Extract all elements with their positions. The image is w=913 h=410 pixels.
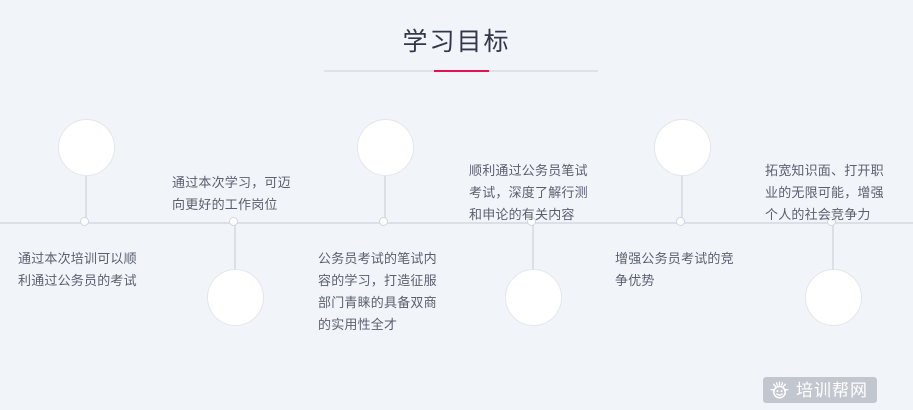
timeline-node-stem xyxy=(532,224,534,270)
sun-face-icon xyxy=(770,381,789,400)
timeline-node-marker[interactable] xyxy=(229,217,238,226)
timeline-node-marker[interactable] xyxy=(827,217,836,226)
timeline-node-label: 拓宽知识面、打开职 业的无限可能，增强 个人的社会竞争力 xyxy=(765,163,884,222)
timeline-node-circle[interactable] xyxy=(504,269,562,326)
timeline-node-stem xyxy=(832,224,834,270)
timeline-node-marker[interactable] xyxy=(676,217,685,226)
timeline-node-label: 顺利通过公务员笔试 考试，深度了解行测 和申论的有关内容 xyxy=(469,163,588,222)
timeline-node-stem xyxy=(234,224,236,270)
timeline-node-label: 增强公务员考试的竞 争优势 xyxy=(615,251,734,288)
timeline-node-stem xyxy=(384,176,386,222)
timeline-node-marker[interactable] xyxy=(527,217,536,226)
timeline-node-circle[interactable] xyxy=(57,119,115,176)
timeline-node-stem xyxy=(85,176,87,222)
page-title: 学习目标 xyxy=(402,28,511,56)
timeline-node-label: 通过本次学习，可迈 向更好的工作岗位 xyxy=(172,175,291,212)
timeline-node-circle[interactable] xyxy=(804,269,862,326)
timeline-node-marker[interactable] xyxy=(80,217,89,226)
timeline-node-marker[interactable] xyxy=(379,217,388,226)
timeline-node-circle[interactable] xyxy=(356,119,414,176)
timeline-node-circle[interactable] xyxy=(206,269,264,326)
watermark-label: 培训帮网 xyxy=(796,380,868,400)
timeline-node-label: 通过本次培训可以顺 利通过公务员的考试 xyxy=(18,251,137,288)
watermark: 培训帮网 xyxy=(763,377,877,403)
timeline-axis xyxy=(0,222,913,224)
timeline-node-stem xyxy=(681,176,683,222)
timeline-node-circle[interactable] xyxy=(653,119,711,176)
timeline-node-label: 公务员考试的笔试内 容的学习，打造征服 部门青睐的具备双商 的实用性全才 xyxy=(318,251,437,332)
title-divider xyxy=(324,70,598,72)
title-divider-accent xyxy=(434,70,489,72)
